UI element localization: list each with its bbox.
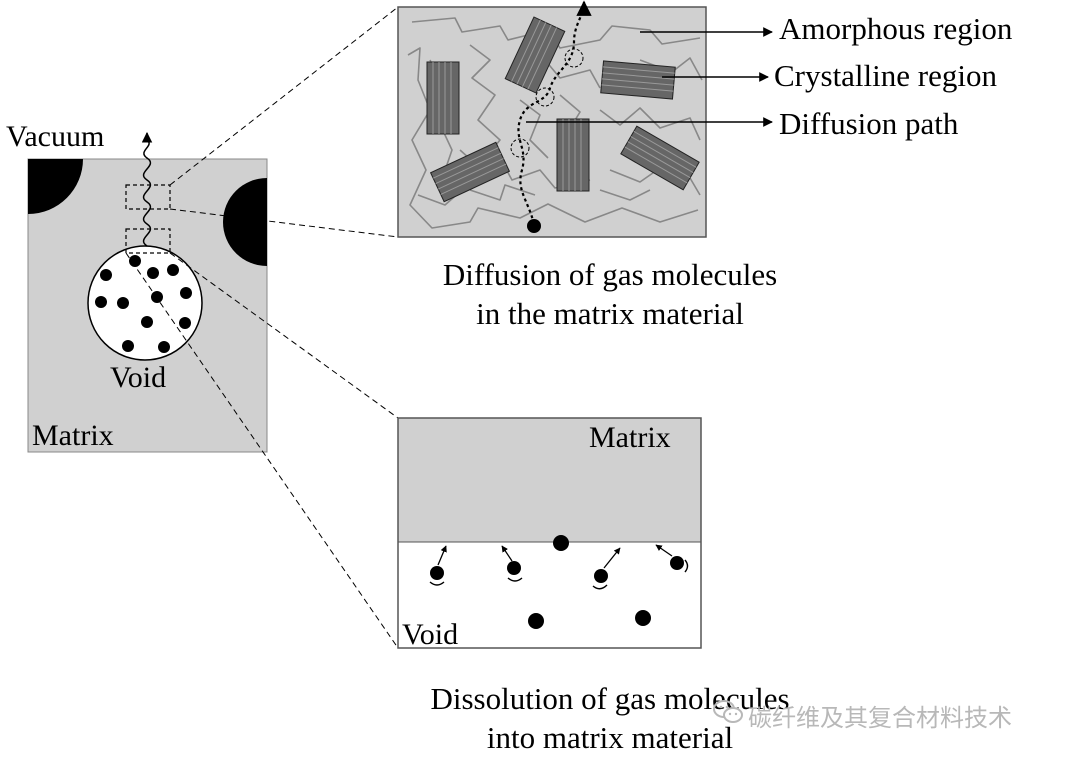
dissolution-void-area [398, 542, 701, 648]
crystalline-lamellae [426, 16, 700, 203]
dissolving-molecules [430, 535, 684, 629]
left-matrix-panel [27, 131, 268, 453]
leader-arrows [526, 27, 773, 127]
dissolution-matrix-area [398, 418, 701, 542]
lamella-1 [426, 61, 460, 135]
caption-diffusion-line2: in the matrix material [476, 295, 744, 331]
label-void-left: Void [110, 361, 167, 394]
black-void-top-left [28, 159, 83, 214]
watermark-text: 碳纤维及其复合材料技术 [748, 704, 1012, 732]
zoom-lines [125, 6, 399, 649]
vibration-marks [429, 559, 689, 590]
transient-voids [510, 48, 584, 158]
zoom-box-diffusion [125, 184, 171, 210]
zoom-box-dissolution [125, 228, 171, 254]
lamella-5 [429, 141, 511, 203]
diffusing-molecule [527, 219, 541, 233]
caption-dissolution-line2: into matrix material [486, 719, 734, 755]
dissolution-panel-border [397, 417, 702, 649]
label-amorphous-region: Amorphous region [779, 11, 1013, 46]
diffusion-zoom-panel [397, 0, 707, 238]
lamella-4 [556, 118, 590, 192]
wechat-icon [713, 700, 743, 723]
dissolution-zoom-panel [397, 417, 702, 649]
caption-diffusion: Diffusion of gas molecules in the matrix… [320, 256, 900, 334]
label-diffusion-path: Diffusion path [779, 106, 959, 141]
caption-diffusion-line1: Diffusion of gas molecules [442, 257, 778, 292]
label-matrix-zoom: Matrix [589, 421, 671, 454]
label-vacuum: Vacuum [6, 120, 105, 153]
label-crystalline-region: Crystalline region [774, 58, 997, 93]
molecule-motion-arrows [437, 544, 673, 569]
lamella-3 [600, 60, 676, 100]
void-gas-molecules [95, 255, 192, 353]
black-void-right [223, 178, 267, 266]
label-matrix-left: Matrix [32, 419, 114, 452]
label-void-zoom: Void [402, 618, 459, 651]
lamella-2 [504, 16, 566, 94]
lamella-6 [620, 125, 700, 191]
escape-wavy-path [141, 131, 153, 247]
